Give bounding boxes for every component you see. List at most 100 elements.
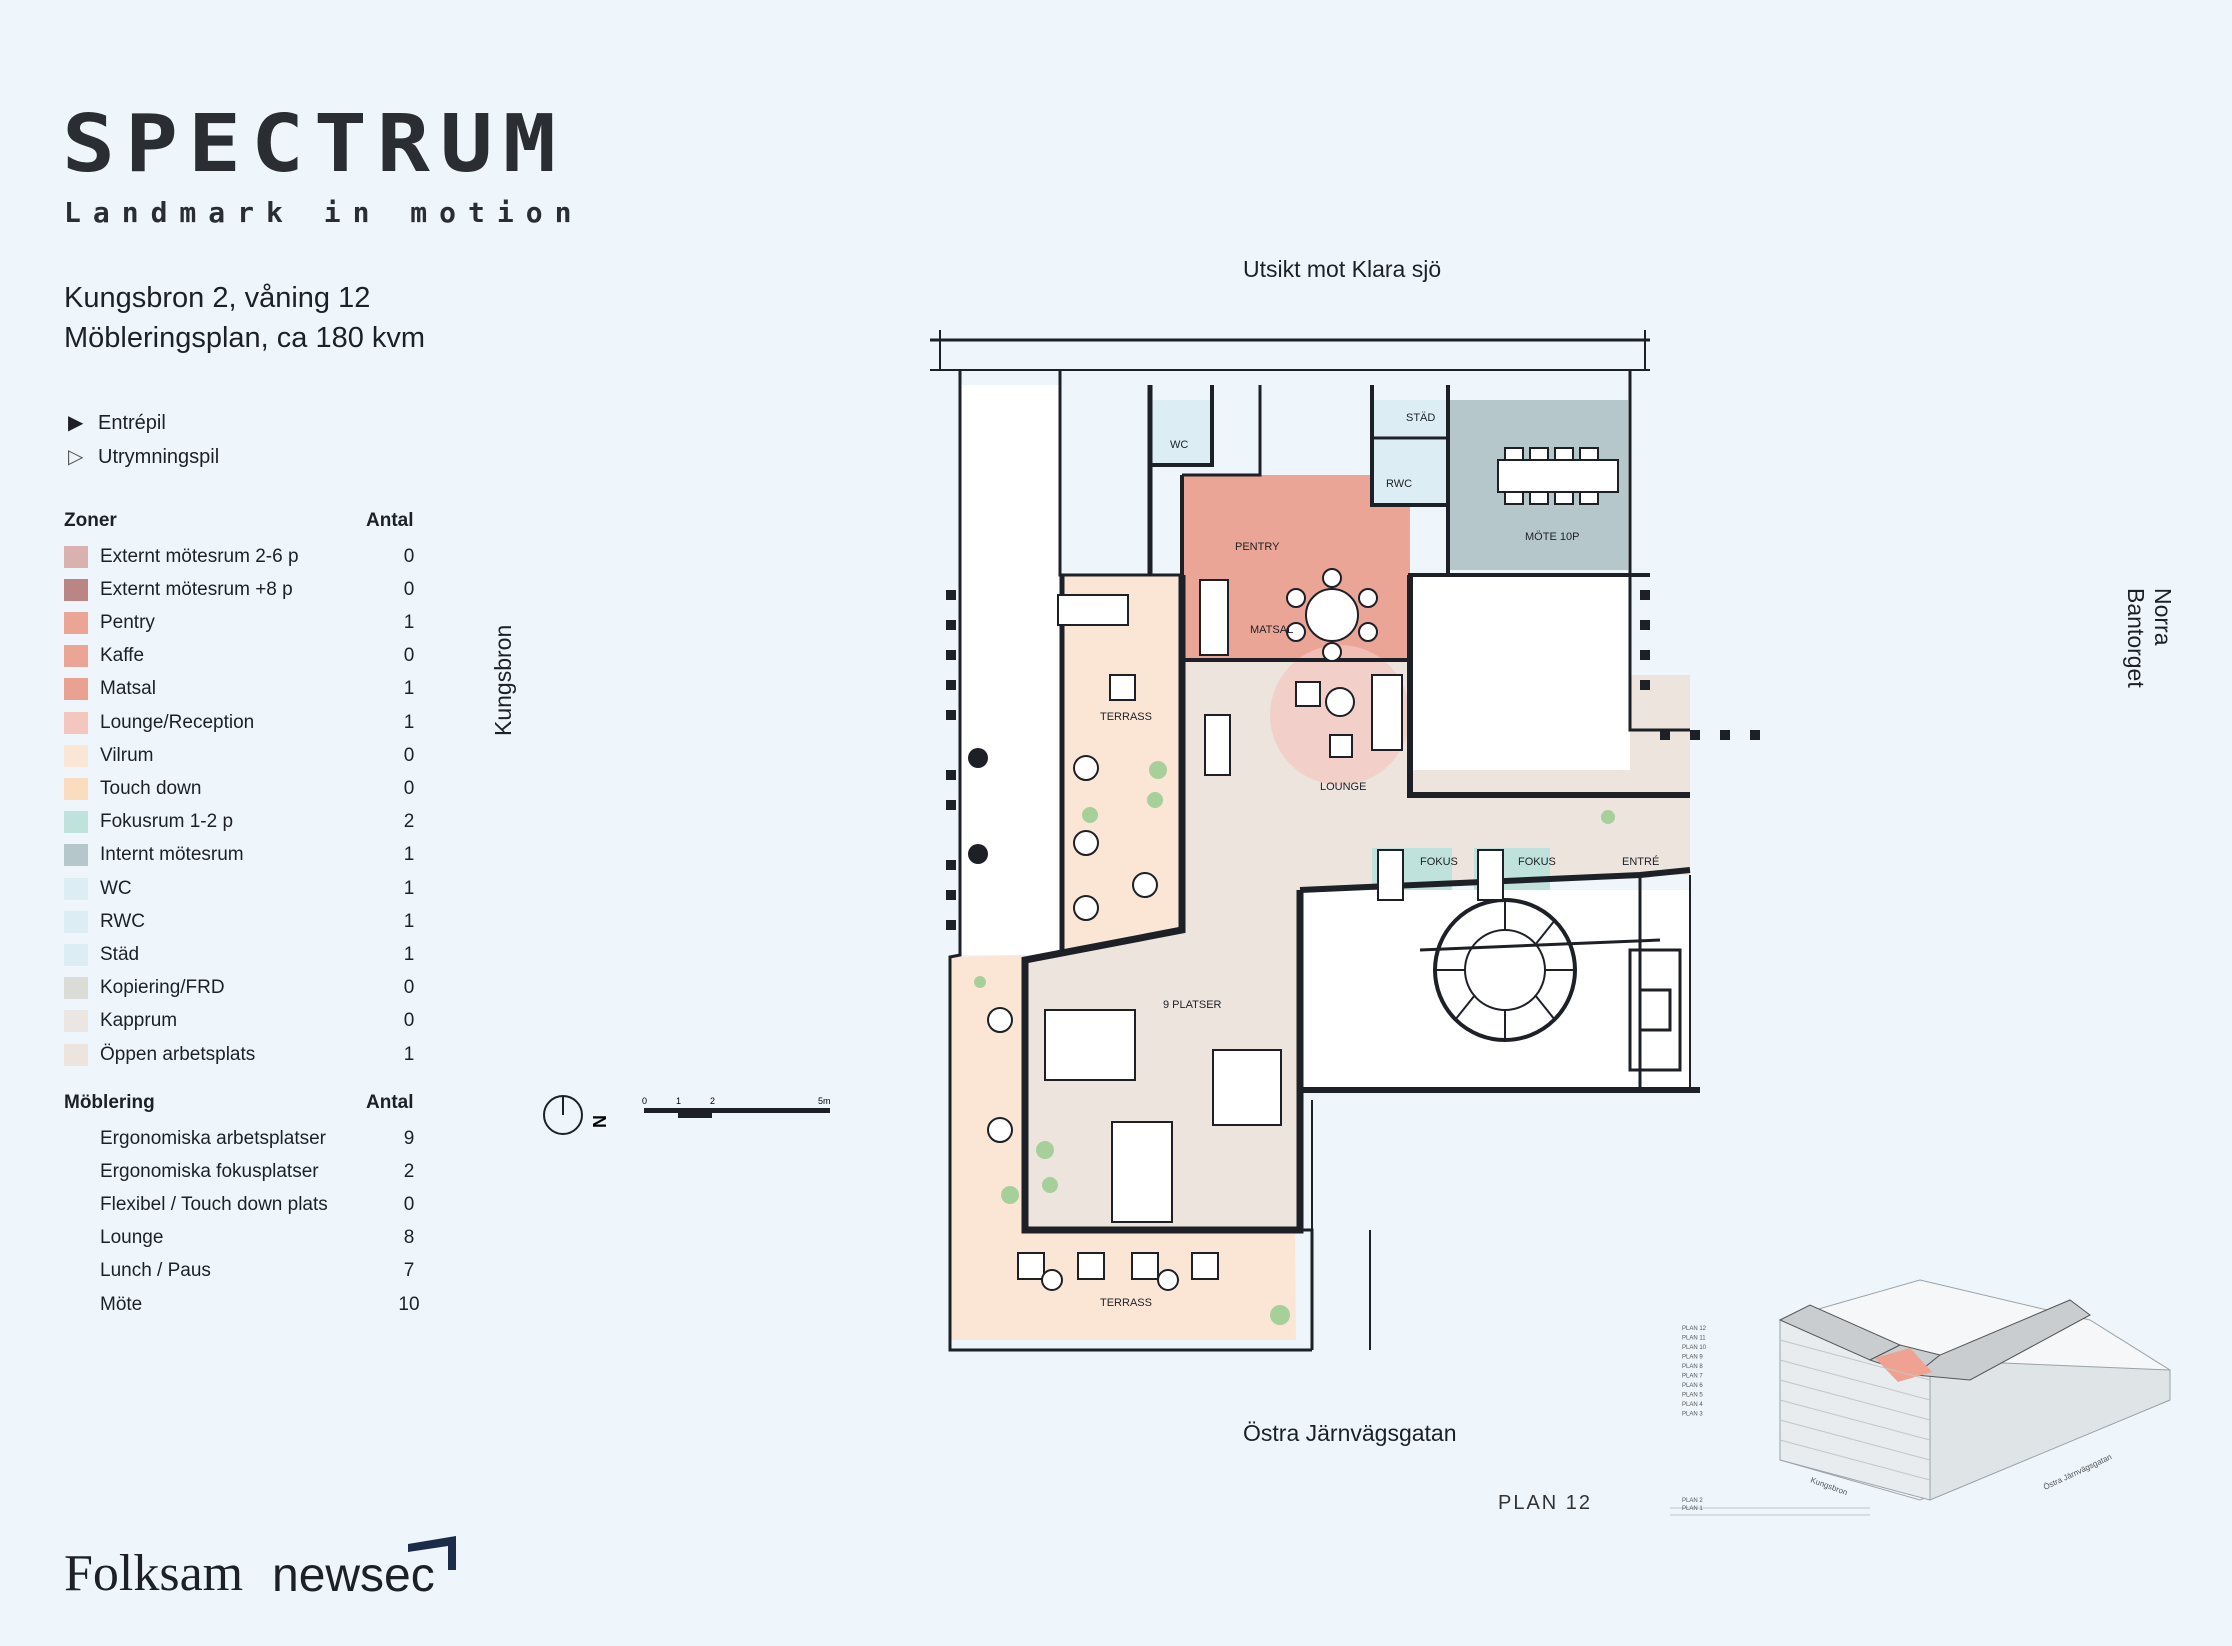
- zone-swatch: [64, 744, 88, 767]
- furnishing-label: Möte: [100, 1293, 143, 1315]
- room-label-terrass-lower: TERRASS: [1100, 1297, 1152, 1309]
- furnishing-row: Ergonomiska fokusplatser 2: [64, 1155, 424, 1188]
- zone-swatch: [64, 811, 88, 834]
- zone-row: RWC 1: [64, 905, 424, 938]
- room-label-fokus-1: FOKUS: [1420, 856, 1458, 868]
- zone-swatch: [64, 711, 88, 734]
- zone-label: Kapprum: [100, 1010, 178, 1032]
- zone-count: 2: [403, 811, 415, 833]
- mini-level-label: PLAN 1: [1682, 1506, 1703, 1512]
- zone-count: 1: [403, 711, 415, 733]
- compass-label: N: [589, 1115, 609, 1128]
- zone-label: Matsal: [100, 678, 156, 700]
- street-east: Norra Bantorget: [2123, 588, 2176, 688]
- exit-arrow-icon: ▷: [68, 446, 84, 468]
- mini-level-label: PLAN 6: [1682, 1383, 1703, 1389]
- footer-logo-folksam: Folksam: [64, 1545, 244, 1602]
- furnishing-count: 9: [403, 1127, 415, 1149]
- furnishing-count: 2: [403, 1160, 415, 1182]
- zone-label: Kopiering/FRD: [100, 977, 225, 999]
- furnishing-label: Ergonomiska fokusplatser: [100, 1160, 319, 1182]
- room-label-matsal: MATSAL: [1250, 624, 1293, 636]
- zone-stad: [1372, 400, 1448, 438]
- brand-title: SPECTRUM: [62, 97, 566, 190]
- compass-scale: N 0 1 2 5m: [543, 1095, 831, 1135]
- zone-swatch: [64, 578, 88, 601]
- zone-swatch: [64, 877, 88, 900]
- zone-count: 1: [403, 844, 415, 866]
- entry-arrow-legend: ▶Entrépil: [68, 410, 166, 435]
- zone-label: Vilrum: [100, 744, 154, 766]
- street-north: Utsikt mot Klara sjö: [1243, 256, 1442, 282]
- zone-label: Externt mötesrum +8 p: [100, 578, 293, 600]
- street-west: Kungsbron: [490, 624, 516, 736]
- zone-count: 0: [403, 977, 415, 999]
- mini-level-label: PLAN 3: [1682, 1412, 1703, 1418]
- plan-description: Möbleringsplan, ca 180 kvm: [64, 322, 426, 354]
- dining-table: [1199, 568, 1378, 662]
- zone-count: 0: [403, 645, 415, 667]
- room-label-fokus-2: FOKUS: [1518, 856, 1556, 868]
- mini-level-label: PLAN 7: [1682, 1374, 1703, 1380]
- room-label-mote: MÖTE 10P: [1525, 531, 1579, 543]
- facade-marks: [946, 590, 1760, 930]
- mini-level-label: PLAN 11: [1682, 1336, 1706, 1342]
- mini-level-label: PLAN 5: [1682, 1393, 1703, 1399]
- zone-label: Externt mötesrum 2-6 p: [100, 545, 299, 567]
- zone-count: 1: [403, 910, 415, 932]
- zone-count: 0: [403, 744, 415, 766]
- zone-terrass-upper: [1062, 575, 1182, 955]
- exit-arrow-label: Utrymningspil: [98, 446, 220, 468]
- zone-white-block: [1410, 575, 1630, 770]
- zone-wc: [1150, 400, 1212, 465]
- workstations: [1044, 714, 1504, 1223]
- zone-swatch: [64, 1010, 88, 1033]
- zone-row: WC 1: [64, 872, 424, 905]
- zone-swatch: [64, 910, 88, 933]
- zone-swatch: [64, 1043, 88, 1066]
- spiral-stair: [1433, 898, 1577, 1042]
- zone-row: Kapprum 0: [64, 1005, 424, 1038]
- room-label-rwc: RWC: [1386, 478, 1412, 490]
- scale-tick-2: 2: [710, 1096, 715, 1106]
- furnishing-count: 7: [403, 1260, 415, 1282]
- zone-row: Externt mötesrum 2-6 p 0: [64, 540, 424, 573]
- mini-level-label: PLAN 4: [1682, 1402, 1703, 1408]
- plan-label: PLAN 12: [1498, 1492, 1593, 1514]
- scale-tick-1: 1: [676, 1096, 681, 1106]
- plants: [974, 761, 1615, 1325]
- room-label-lounge: LOUNGE: [1320, 781, 1366, 793]
- zone-count: 0: [403, 1010, 415, 1032]
- zone-label: Touch down: [100, 777, 202, 799]
- room-label-entre: ENTRÉ: [1622, 855, 1659, 868]
- furnishing-count: 8: [403, 1227, 415, 1249]
- zone-count: 1: [403, 877, 415, 899]
- room-label-platser: 9 PLATSER: [1163, 999, 1222, 1011]
- zone-rwc: [1372, 440, 1448, 505]
- zone-label: Städ: [100, 943, 140, 965]
- brand-subtitle: Landmark in motion: [64, 196, 584, 229]
- terrace-furniture: [987, 594, 1219, 1291]
- mini-level-label: PLAN 10: [1682, 1345, 1707, 1351]
- zone-count: 0: [403, 545, 415, 567]
- furnishing-label: Lounge: [100, 1227, 164, 1249]
- zone-row: Vilrum 0: [64, 739, 424, 772]
- room-label-terrass-upper: TERRASS: [1100, 711, 1152, 723]
- room-label-pentry: PENTRY: [1235, 541, 1280, 553]
- scale-tick-5: 5m: [818, 1096, 831, 1106]
- zone-label: WC: [100, 877, 132, 899]
- zone-label: RWC: [100, 910, 146, 932]
- zone-count: 1: [403, 611, 415, 633]
- zone-row: Kopiering/FRD 0: [64, 972, 424, 1005]
- zone-stair-area: [1300, 890, 1690, 1090]
